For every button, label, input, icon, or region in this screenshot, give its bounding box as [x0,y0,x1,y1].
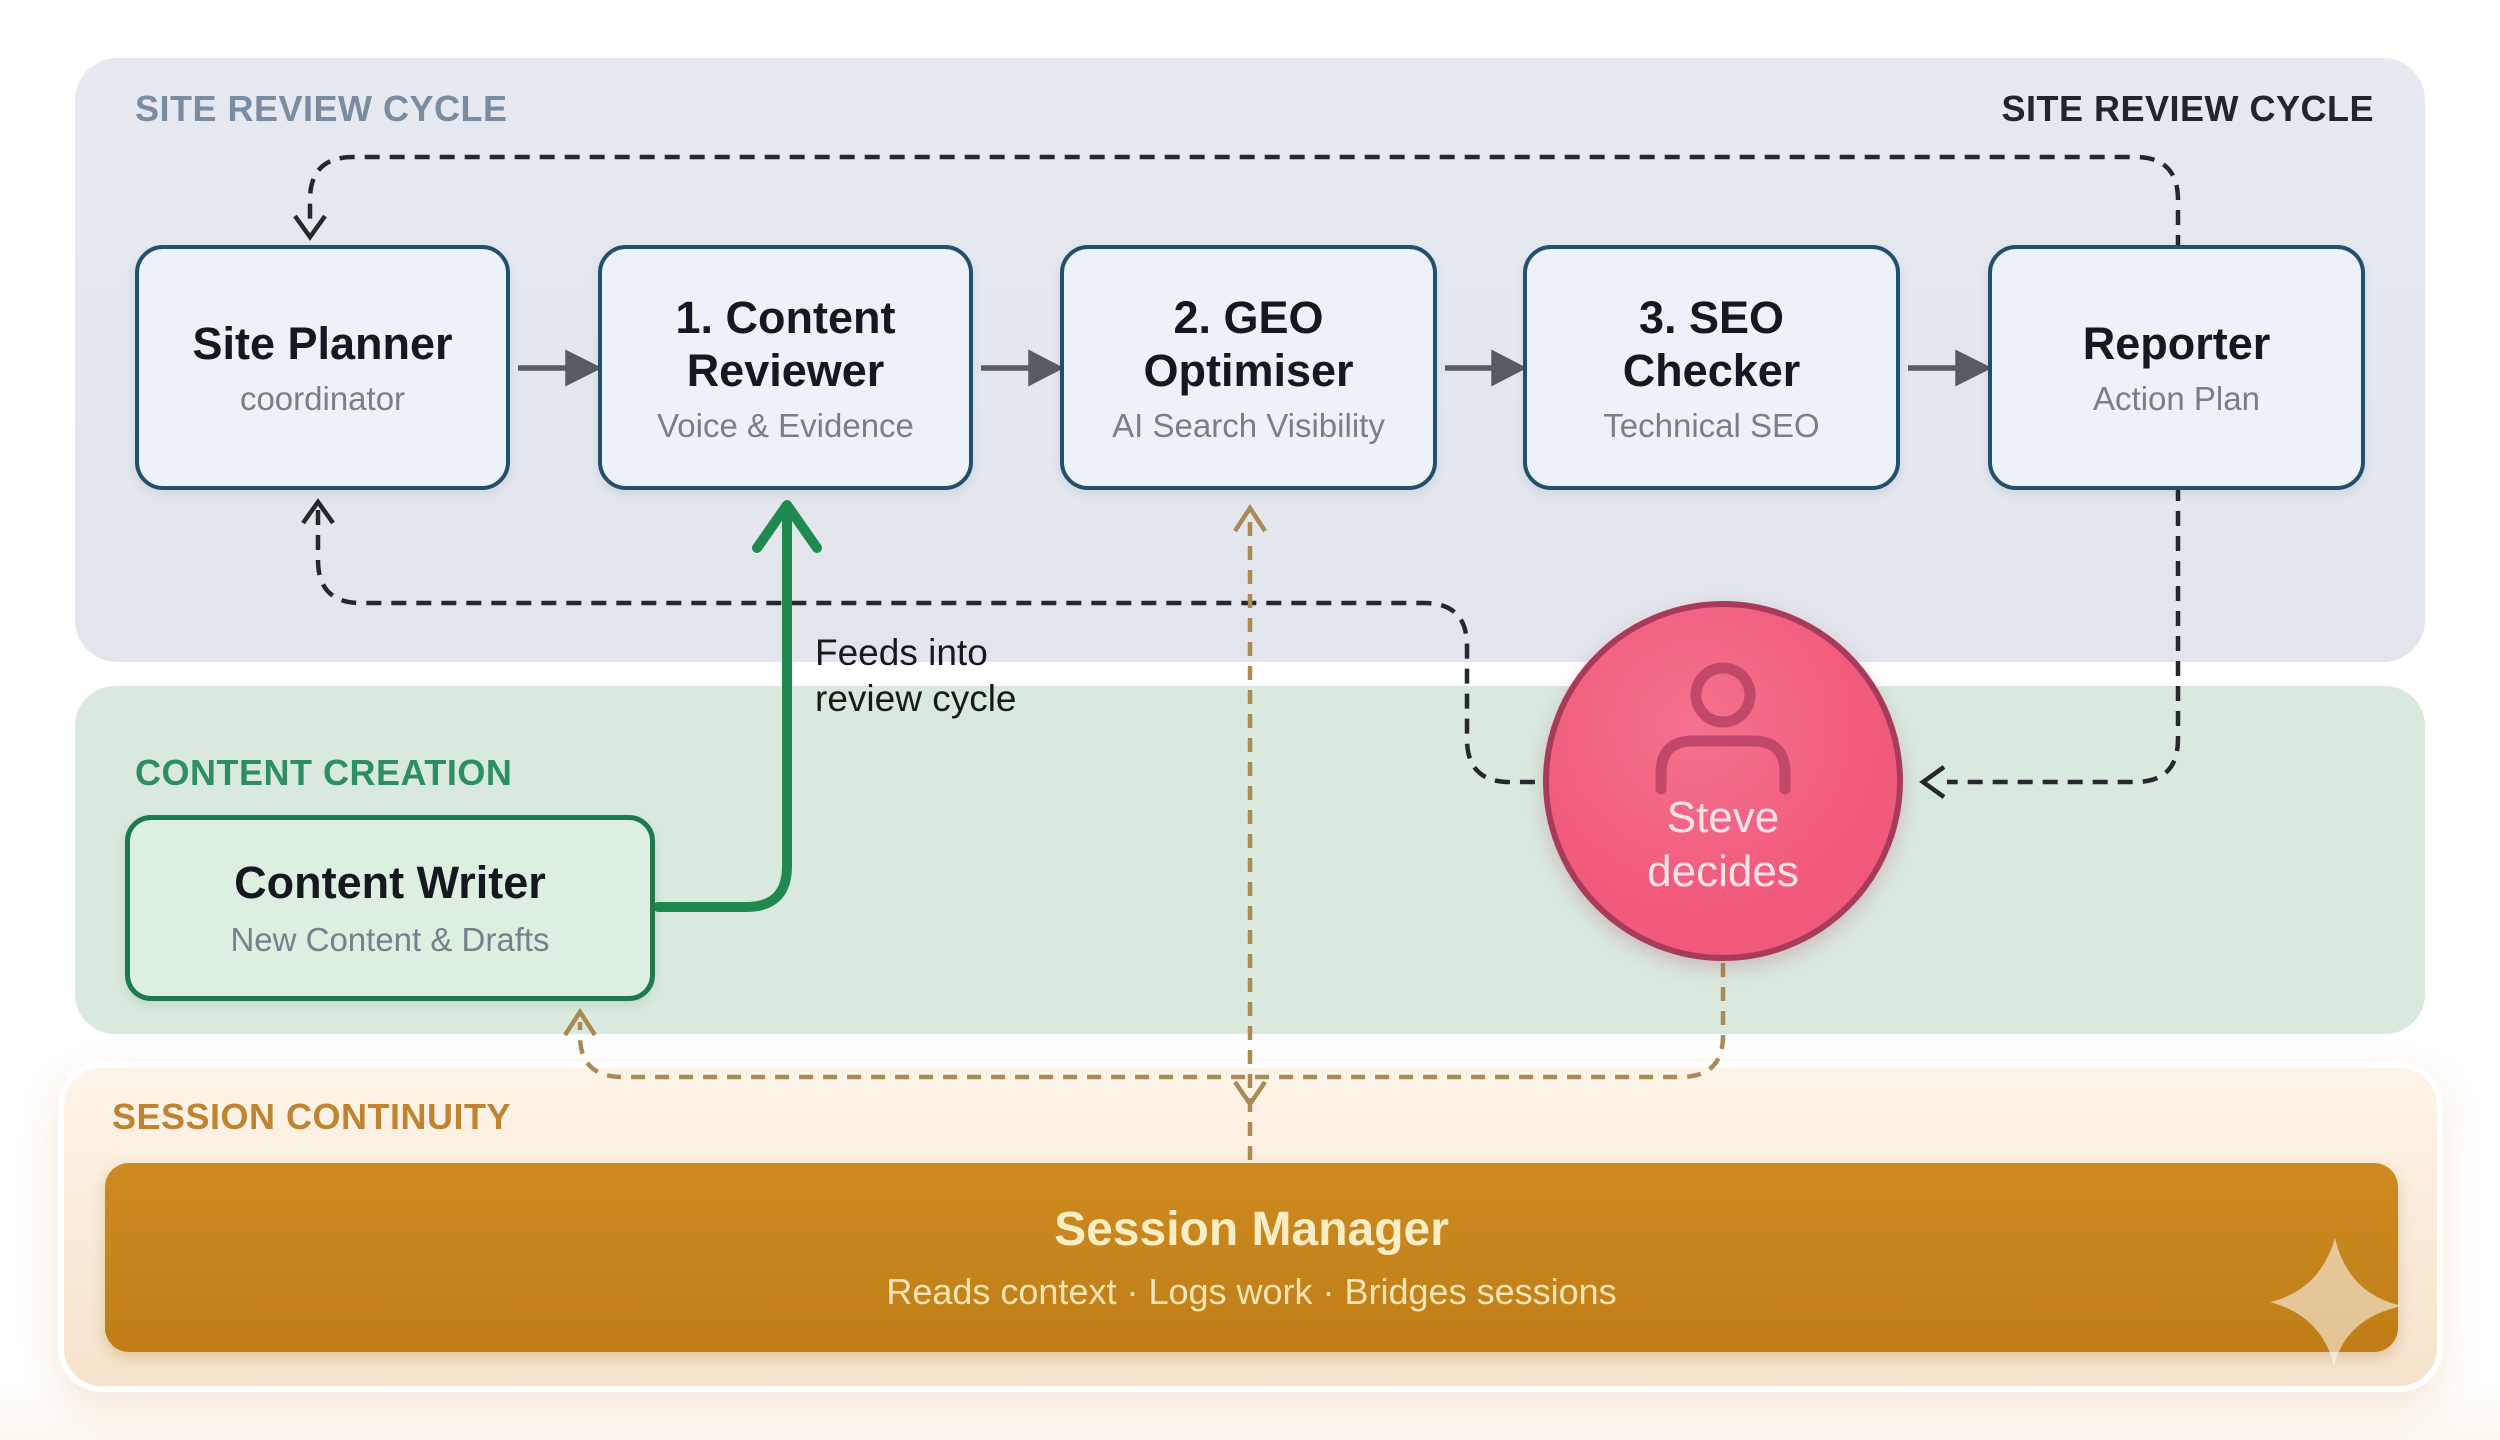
content-writer-box: Content Writer New Content & Drafts [125,815,655,1001]
content-creation-label: CONTENT CREATION [135,752,513,793]
steve-decides-node: Steve decides [1543,601,1903,961]
site-planner-subtitle: coordinator [239,380,406,417]
content-writer-title: Content Writer [234,857,546,908]
person-icon [1655,662,1791,795]
site-planner-title: Site Planner [192,318,453,369]
site-review-cycle-label-left: SITE REVIEW CYCLE [135,88,508,129]
reporter-box: Reporter Action Plan [1988,245,2365,490]
content-reviewer-title: 1. Content Reviewer [675,291,896,396]
session-continuity-label: SESSION CONTINUITY [112,1096,512,1137]
site-review-cycle-label-right: SITE REVIEW CYCLE [2001,88,2374,129]
site-planner-box: Site Planner coordinator [135,245,510,490]
geo-optimiser-subtitle: AI Search Visibility [1112,406,1385,444]
reporter-subtitle: Action Plan [2093,380,2260,417]
content-reviewer-box: 1. Content Reviewer Voice & Evidence [598,245,973,490]
session-manager-subtitle: Reads context · Logs work · Bridges sess… [886,1271,1617,1312]
content-writer-subtitle: New Content & Drafts [230,921,550,958]
page-curl-decoration [2270,1238,2402,1366]
geo-optimiser-box: 2. GEO Optimiser AI Search Visibility [1060,245,1437,490]
steve-decides-label: Steve decides [1647,793,1799,896]
feeds-into-note: Feeds into review cycle [815,632,1017,719]
session-manager-title: Session Manager [1054,1203,1449,1256]
geo-optimiser-title: 2. GEO Optimiser [1143,291,1354,396]
seo-checker-title: 3. SEO Checker [1622,291,1801,396]
session-manager-bar: Session Manager Reads context · Logs wor… [105,1163,2402,1366]
content-reviewer-subtitle: Voice & Evidence [657,406,914,444]
reporter-title: Reporter [2082,318,2271,369]
seo-checker-box: 3. SEO Checker Technical SEO [1523,245,1900,490]
seo-checker-subtitle: Technical SEO [1603,406,1820,444]
